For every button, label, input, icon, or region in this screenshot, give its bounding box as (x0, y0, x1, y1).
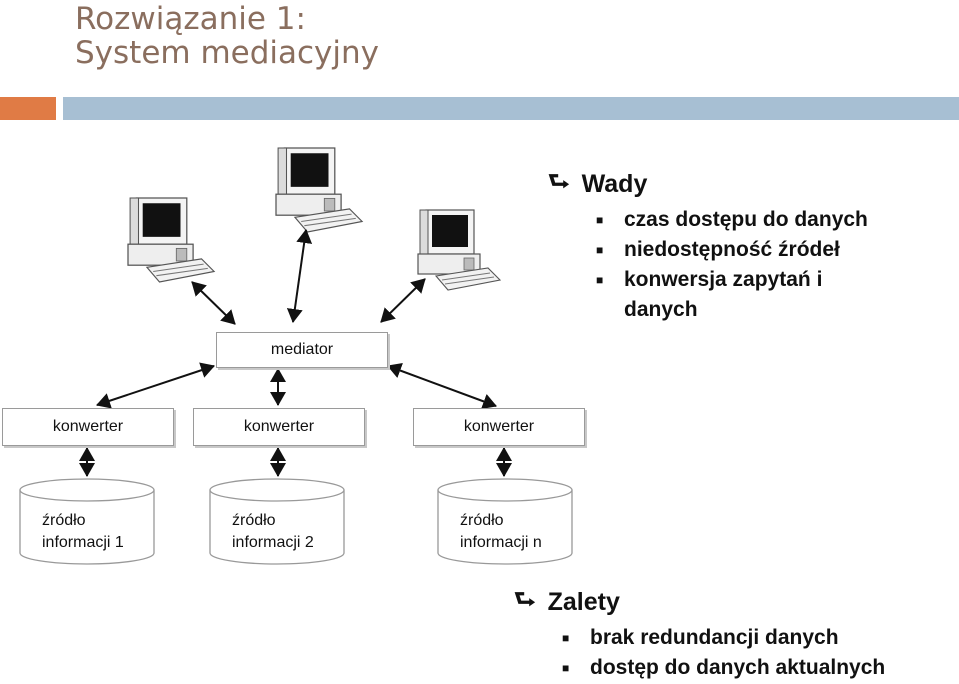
source-label-3: źródło informacji n (460, 510, 542, 554)
slide-title: Rozwiązanie 1: System mediacyjny (75, 2, 379, 70)
zalety-heading-label: Zalety (547, 588, 620, 616)
client-computer-right (417, 209, 501, 291)
square-bullet-icon: ■ (596, 213, 604, 227)
square-bullet-icon: ■ (596, 273, 604, 287)
list-item: ■ czas dostępu do danych (596, 205, 953, 235)
title-rule-bar (63, 97, 959, 120)
konwerter-box-1: konwerter (2, 408, 174, 446)
list-item-text: konwersja zapytań i danych (624, 268, 823, 321)
client-computer-top (275, 147, 363, 233)
konwerter-box-2: konwerter (193, 408, 365, 446)
mediator-label: mediator (270, 341, 334, 358)
curved-arrow-bullet-icon: ⮑ (548, 168, 570, 195)
source-cylinder-1 (19, 478, 155, 565)
source-cylinder-2 (209, 478, 345, 565)
zalety-list: ⮑ Zalety ■ brak redundancji danych ■ dos… (514, 582, 959, 683)
list-item-text: brak redundancji danych (590, 626, 839, 649)
list-item-text: czas dostępu do danych (624, 208, 868, 231)
source-label-line2: informacji n (460, 534, 542, 551)
source-label-1: źródło informacji 1 (42, 510, 124, 554)
source-label-line2: informacji 2 (232, 534, 314, 551)
list-item: ■ konwersja zapytań i danych (596, 265, 896, 325)
square-bullet-icon: ■ (596, 243, 604, 257)
wady-list: ⮑ Wady ■ czas dostępu do danych ■ niedos… (548, 164, 953, 325)
arrow-pc-top-mediator (286, 229, 313, 323)
arrow-pc-left-mediator (191, 281, 236, 325)
source-label-line1: źródło (232, 512, 276, 529)
list-item: ■ niedostępność źródeł (596, 235, 953, 265)
wady-heading-label: Wady (581, 170, 648, 198)
square-bullet-icon: ■ (562, 631, 570, 645)
square-bullet-icon: ■ (562, 661, 570, 675)
mediator-box: mediator (216, 332, 388, 368)
client-computer-left (127, 197, 215, 283)
konwerter-box-3: konwerter (413, 408, 585, 446)
title-accent-bar (0, 97, 56, 120)
arrow-pc-right-mediator (380, 278, 426, 323)
source-label-line1: źródło (42, 512, 86, 529)
konwerter-label: konwerter (52, 418, 124, 435)
source-label-line1: źródło (460, 512, 504, 529)
konwerter-label: konwerter (243, 418, 315, 435)
konwerter-label: konwerter (463, 418, 535, 435)
source-cylinder-3 (437, 478, 573, 565)
slide-title-line1: Rozwiązanie 1: (75, 1, 306, 37)
source-label-line2: informacji 1 (42, 534, 124, 551)
arrow-mediator-konwerter-3 (387, 363, 497, 409)
source-label-2: źródło informacji 2 (232, 510, 314, 554)
zalety-heading: ⮑ Zalety (514, 582, 959, 623)
wady-heading: ⮑ Wady (548, 164, 953, 205)
slide-title-line2: System mediacyjny (75, 35, 380, 71)
list-item-text: dostęp do danych aktualnych (590, 656, 886, 679)
list-item: ■ dostęp do danych aktualnych (562, 653, 959, 683)
list-item-text: niedostępność źródeł (624, 238, 840, 261)
arrow-mediator-konwerter-1 (96, 362, 215, 409)
curved-arrow-bullet-icon: ⮑ (514, 586, 536, 613)
list-item: ■ brak redundancji danych (562, 623, 959, 653)
